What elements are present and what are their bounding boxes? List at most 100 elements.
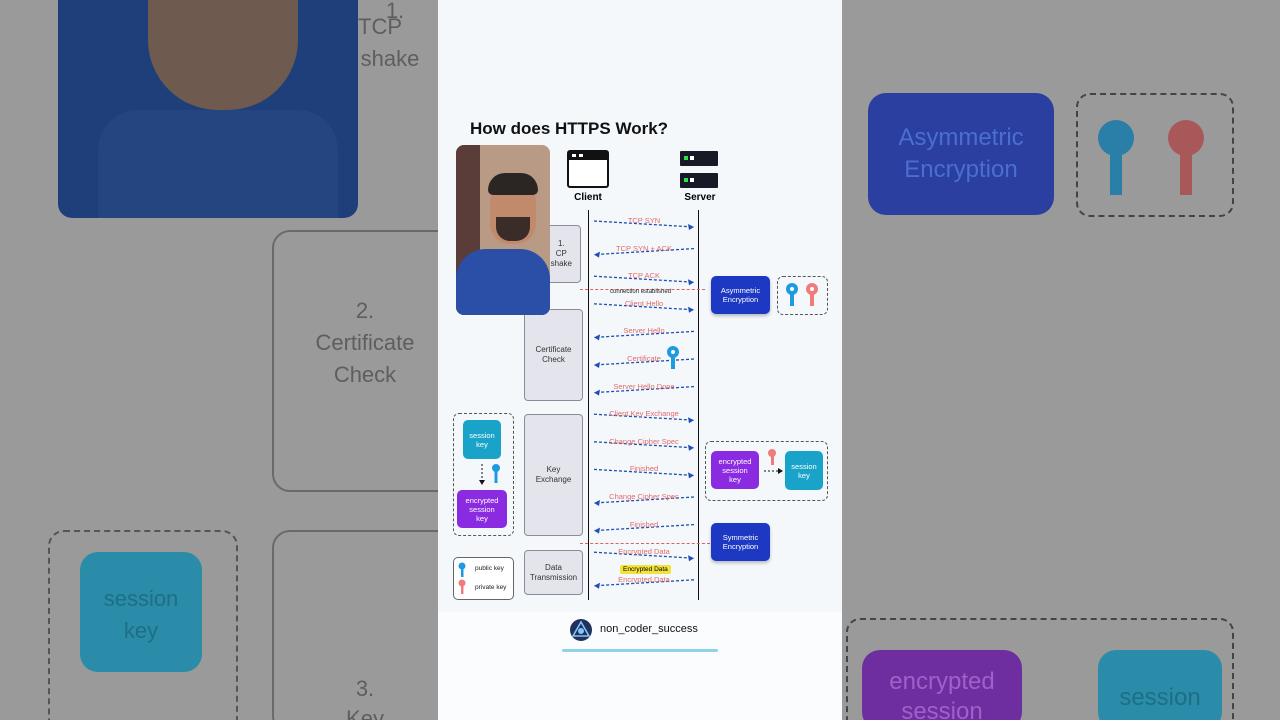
bg-fragment-tcp: TCP bbox=[358, 14, 402, 39]
message-label: Server Hello Done bbox=[613, 381, 675, 391]
legend-private-key: private key bbox=[475, 584, 507, 591]
server-session-key: session key bbox=[785, 451, 823, 490]
bg-fragment-asymmetric: Asymmetric bbox=[898, 124, 1024, 151]
footer-area bbox=[438, 612, 842, 720]
message-label: TCP SYN + ACK bbox=[616, 243, 672, 253]
message-arrow bbox=[593, 330, 695, 339]
bg-phase-box bbox=[272, 230, 438, 492]
asymmetric-encryption-box: Asymmetric Encryption bbox=[711, 276, 770, 314]
message-arrow bbox=[593, 247, 695, 256]
bg-asymmetric-box bbox=[868, 93, 1054, 215]
connection-established-line bbox=[580, 289, 705, 291]
client-session-key: session key bbox=[463, 420, 501, 459]
message-arrow bbox=[593, 579, 695, 587]
background-left: 1. TCP shake 2. Certificate Check sessio… bbox=[0, 0, 438, 720]
encrypted-data-highlight: Encrypted Data bbox=[620, 565, 671, 574]
bg-fragment-session2: session bbox=[901, 698, 983, 720]
message-arrowhead bbox=[688, 306, 694, 313]
message-label: Change Cipher Spec bbox=[609, 436, 679, 446]
message-label: Client Hello bbox=[624, 298, 664, 308]
presenter-shirt bbox=[456, 249, 550, 315]
bg-cyan-box bbox=[1098, 650, 1222, 720]
client-window-icon bbox=[567, 150, 609, 188]
server-icon bbox=[680, 151, 718, 188]
bg-encrypted-session-box bbox=[846, 618, 1234, 720]
phase-key-exchange-label: Key Exchange bbox=[535, 465, 572, 484]
bg-fragment-encryption: Encryption bbox=[904, 156, 1018, 183]
certificate-public-key-icon bbox=[667, 346, 679, 369]
bg-phase-box-2 bbox=[272, 530, 438, 720]
bg-fragment-check: Check bbox=[333, 362, 397, 387]
bg-fragment-encrypted: encrypted bbox=[889, 668, 995, 695]
message-label: Certificate bbox=[627, 354, 661, 363]
client-lifeline bbox=[588, 210, 589, 600]
key-pair-icon bbox=[786, 283, 818, 306]
key-pair-box bbox=[777, 276, 828, 315]
message-label: Server Hello bbox=[623, 326, 665, 336]
legend-public-key: public key bbox=[475, 565, 504, 572]
server-label: Server bbox=[684, 192, 716, 203]
channel-handle[interactable]: non_coder_success bbox=[600, 623, 698, 635]
message-arrowhead bbox=[594, 389, 600, 396]
diagram-panel: How does HTTPS Work? Client Server Certi… bbox=[438, 0, 842, 720]
client-encrypted-session-key: encrypted session key bbox=[457, 490, 507, 528]
message-label: Finished bbox=[629, 519, 659, 529]
message-arrow bbox=[593, 385, 695, 394]
message-label: Client Key Exchange bbox=[609, 409, 679, 419]
server-decrypt-box bbox=[705, 441, 828, 501]
presenter-shirt-blurred bbox=[98, 110, 338, 218]
message-arrowhead bbox=[688, 417, 694, 424]
bg-keys-icon bbox=[1098, 120, 1204, 195]
message-label: TCP ACK bbox=[628, 271, 660, 281]
message-label: Encrypted Data bbox=[618, 574, 670, 584]
bg-fragment-shake: shake bbox=[360, 46, 420, 71]
presenter-video bbox=[456, 145, 550, 315]
phase-tcp-handshake-label: 1. CP shake bbox=[550, 239, 572, 268]
bg-fragment-certificate: Certificate bbox=[315, 330, 415, 355]
message-arrowhead bbox=[594, 251, 600, 258]
channel-avatar[interactable] bbox=[569, 618, 593, 642]
phase-certificate-check: Certificate Check bbox=[524, 309, 583, 401]
bg-fragment-1: 1. bbox=[385, 0, 405, 23]
message-arrowhead bbox=[688, 472, 694, 479]
message-arrow bbox=[593, 551, 695, 559]
presenter-hair bbox=[488, 173, 538, 195]
message-arrow bbox=[593, 496, 695, 504]
presenter-beard bbox=[496, 217, 530, 241]
legend-key-icons bbox=[458, 562, 466, 594]
message-arrow bbox=[593, 275, 695, 283]
presenter-face-blurred bbox=[148, 0, 298, 110]
message-arrowhead bbox=[688, 555, 694, 562]
message-arrow bbox=[593, 441, 695, 449]
bg-fragment-session3: session bbox=[1119, 684, 1201, 711]
message-arrowhead bbox=[688, 279, 694, 286]
phase-data-transmission: Data Transmission bbox=[524, 550, 583, 595]
message-label: TCP SYN bbox=[627, 216, 661, 225]
phase-key-exchange: Key Exchange bbox=[524, 414, 583, 536]
server-encrypted-session-key: encrypted session key bbox=[711, 451, 759, 489]
phase-certificate-check-label: Certificate Check bbox=[535, 345, 572, 364]
message-arrows bbox=[593, 220, 695, 589]
message-arrow bbox=[593, 413, 695, 421]
connection-established-label: connection established bbox=[610, 289, 672, 295]
diagram-title: How does HTTPS Work? bbox=[470, 119, 669, 138]
message-label: Finished bbox=[629, 464, 659, 474]
message-arrow bbox=[593, 468, 695, 477]
message-label: Change Cipher Spec bbox=[609, 492, 679, 501]
bg-fragment-session: session bbox=[103, 586, 179, 611]
client-label: Client bbox=[574, 192, 602, 203]
bg-fragment-key: key bbox=[123, 618, 159, 643]
message-arrowhead bbox=[688, 224, 694, 230]
message-label: Encrypted Data bbox=[618, 547, 670, 557]
message-arrow bbox=[593, 303, 695, 311]
bg-fragment-key2: Key bbox=[346, 706, 384, 720]
client-public-key-arrow bbox=[479, 464, 500, 485]
bg-fragment-2: 2. bbox=[355, 298, 375, 323]
bg-purple-box bbox=[862, 650, 1022, 720]
phase-data-transmission-label: Data Transmission bbox=[529, 562, 578, 582]
symmetric-encryption-box: Symmetric Encryption bbox=[711, 523, 770, 561]
symmetric-divider-line bbox=[580, 543, 710, 545]
presenter-video-blurred bbox=[58, 0, 358, 218]
bg-fragment-3: 3. bbox=[355, 676, 375, 701]
message-arrowhead bbox=[594, 527, 600, 534]
